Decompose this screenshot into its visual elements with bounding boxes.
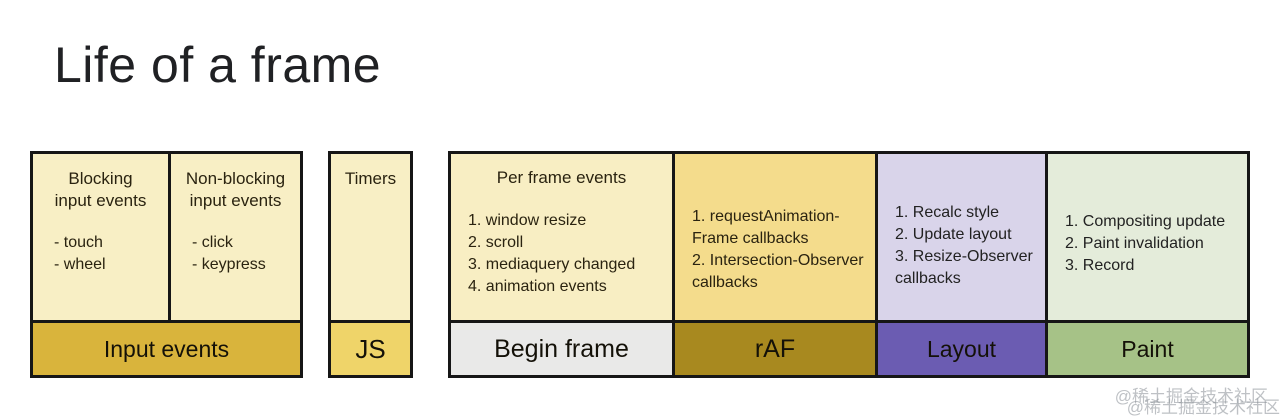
js-label: JS xyxy=(331,320,410,375)
column-divider xyxy=(168,154,171,320)
list-item: 3. mediaquery changed xyxy=(468,256,636,273)
per-frame-events-header: Per frame events xyxy=(496,168,627,187)
list-item: 1. Recalc style xyxy=(895,204,1000,221)
list-item: 3. Resize-Observer callbacks xyxy=(895,248,1033,287)
begin-frame-label: Begin frame xyxy=(451,320,672,375)
input-events-content: Blocking input events - touch - wheel No… xyxy=(33,154,300,320)
section-layout: 1. Recalc style 2. Update layout 3. Resi… xyxy=(875,151,1048,378)
page-title: Life of a frame xyxy=(54,37,382,93)
watermark-text: @稀土掘金技术社区 xyxy=(1126,398,1280,417)
list-item: - wheel xyxy=(54,256,106,273)
raf-list: 1. requestAnimation-Frame callbacks 2. I… xyxy=(675,154,875,294)
non-blocking-input-list: - click - keypress xyxy=(171,232,300,276)
section-js: Timers JS xyxy=(328,151,413,378)
list-item: - keypress xyxy=(192,256,266,273)
list-item: 1. Compositing update xyxy=(1065,213,1226,230)
begin-frame-list: 1. window resize 2. scroll 3. mediaquery… xyxy=(451,210,672,298)
watermark-text: @稀土掘金技术社区 xyxy=(1114,387,1268,406)
section-paint: 1. Compositing update 2. Paint invalidat… xyxy=(1045,151,1250,378)
non-blocking-input-header: Non-blocking input events xyxy=(185,169,286,210)
list-item: 2. Update layout xyxy=(895,226,1012,243)
list-item: 1. requestAnimation-Frame callbacks xyxy=(692,208,840,247)
section-input-events: Blocking input events - touch - wheel No… xyxy=(30,151,303,378)
paint-content: 1. Compositing update 2. Paint invalidat… xyxy=(1048,154,1247,320)
blocking-input-column: Blocking input events - touch - wheel xyxy=(33,154,168,320)
js-content: Timers xyxy=(331,154,410,320)
list-item: 1. window resize xyxy=(468,212,587,229)
list-item: 2. scroll xyxy=(468,234,524,251)
non-blocking-input-column: Non-blocking input events - click - keyp… xyxy=(171,154,300,320)
layout-list: 1. Recalc style 2. Update layout 3. Resi… xyxy=(878,154,1045,290)
begin-frame-content: Per frame events 1. window resize 2. scr… xyxy=(451,154,672,320)
raf-label: rAF xyxy=(675,320,875,375)
timers-header: Timers xyxy=(344,169,397,188)
blocking-input-list: - touch - wheel xyxy=(33,232,168,276)
list-item: 3. Record xyxy=(1065,257,1135,274)
list-item: 2. Paint invalidation xyxy=(1065,235,1204,252)
raf-content: 1. requestAnimation-Frame callbacks 2. I… xyxy=(675,154,875,320)
list-item: 4. animation events xyxy=(468,278,607,295)
paint-list: 1. Compositing update 2. Paint invalidat… xyxy=(1048,154,1247,277)
paint-label: Paint xyxy=(1048,320,1247,375)
section-begin-frame: Per frame events 1. window resize 2. scr… xyxy=(448,151,675,378)
blocking-input-header: Blocking input events xyxy=(54,169,147,210)
input-events-label: Input events xyxy=(33,320,300,375)
list-item: - touch xyxy=(54,234,103,251)
layout-content: 1. Recalc style 2. Update layout 3. Resi… xyxy=(878,154,1045,320)
list-item: - click xyxy=(192,234,233,251)
list-item: 2. Intersection-Observer callbacks xyxy=(692,252,864,291)
layout-label: Layout xyxy=(878,320,1045,375)
section-raf: 1. requestAnimation-Frame callbacks 2. I… xyxy=(672,151,878,378)
